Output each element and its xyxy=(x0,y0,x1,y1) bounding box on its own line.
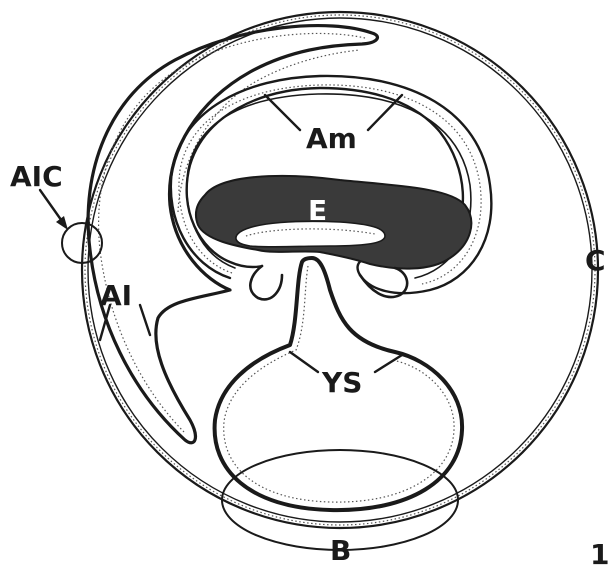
label-c: C xyxy=(585,244,606,277)
embryo xyxy=(196,176,471,269)
label-am: Am xyxy=(306,122,357,155)
label-e: E xyxy=(308,194,327,227)
label-ys: YS xyxy=(321,366,362,399)
ys-leader-left xyxy=(290,352,318,372)
label-ai: AI xyxy=(100,279,132,312)
ys-leader-right xyxy=(375,355,402,372)
label-b: B xyxy=(330,534,351,567)
ai-leader-right xyxy=(140,305,150,335)
am-leader-left xyxy=(265,95,300,130)
figure-number: 1 xyxy=(590,538,609,571)
label-aic: AIC xyxy=(10,160,63,193)
aic-arrowhead xyxy=(56,216,68,230)
